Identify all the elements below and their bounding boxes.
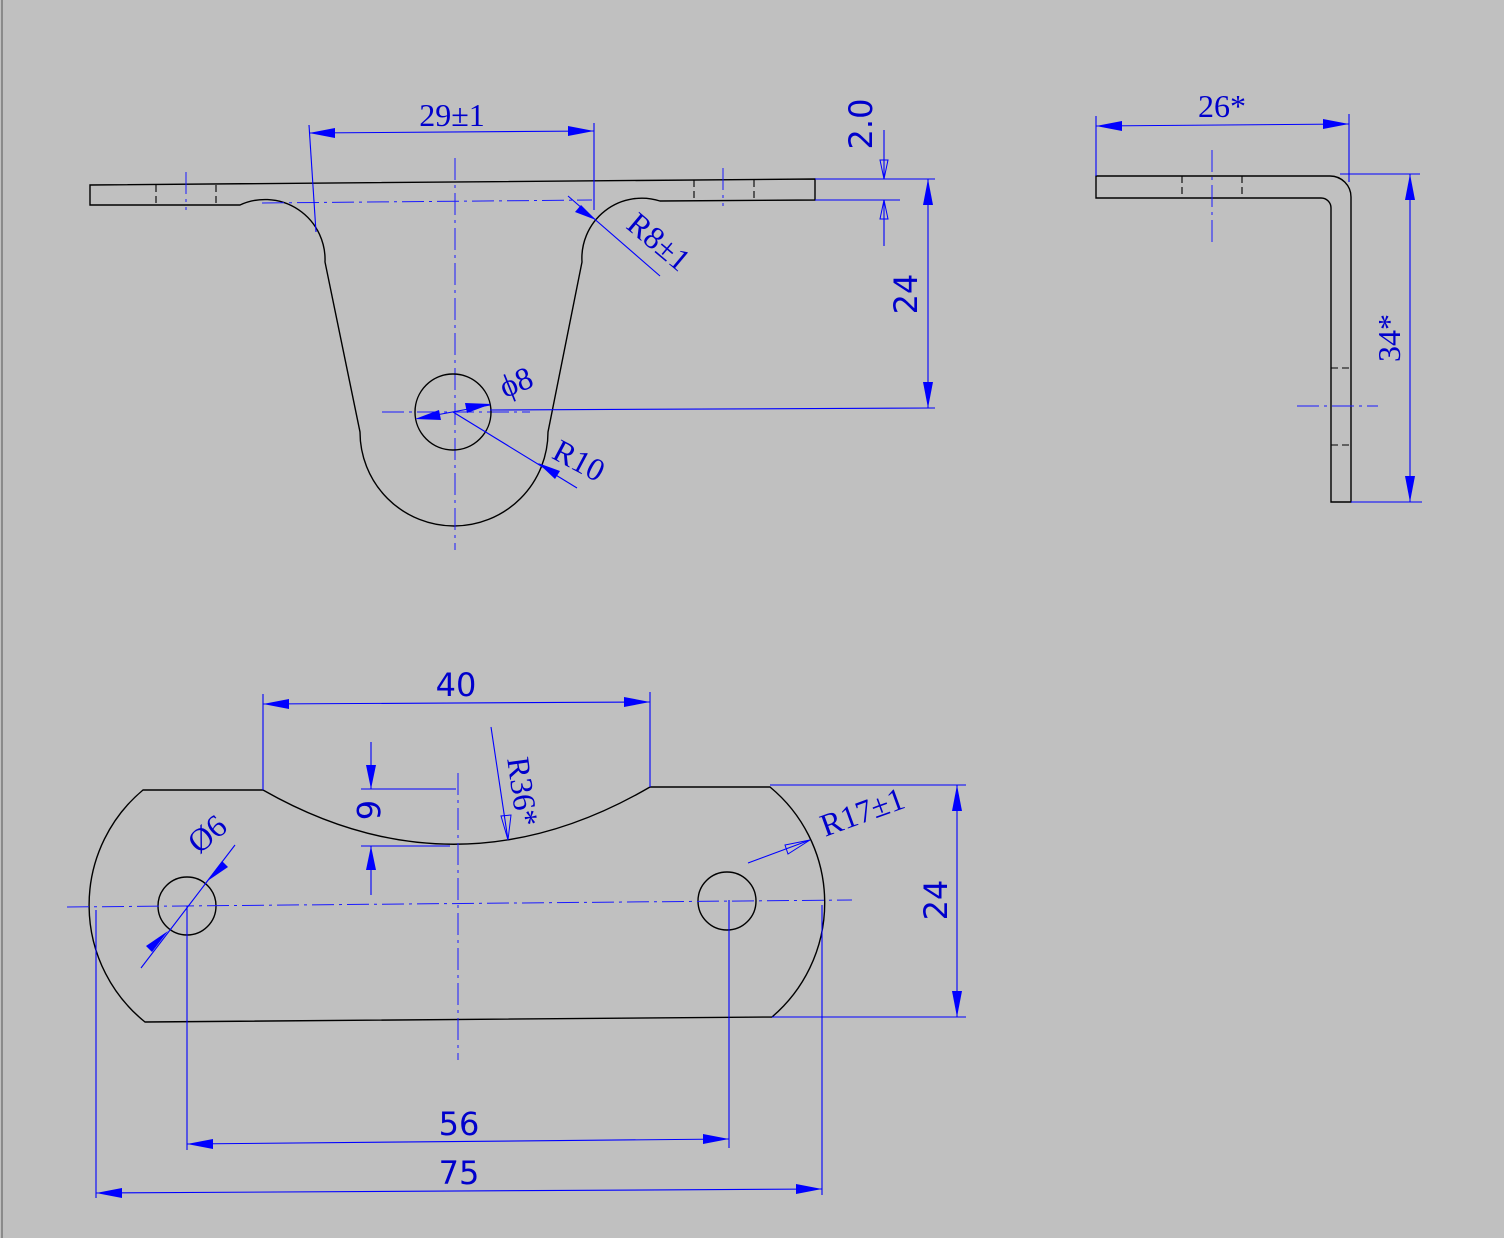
dim-arrow <box>366 765 376 789</box>
dim-arrow <box>1405 476 1415 502</box>
dim-line <box>262 701 651 705</box>
dim-arrow <box>952 785 962 811</box>
side-view: 26* 34* <box>1095 88 1422 503</box>
dim-26-label: 26* <box>1198 88 1246 124</box>
dim-extension-line <box>308 124 317 233</box>
top-view-outline <box>88 786 826 1023</box>
dim-o6-label: Ø6 <box>180 807 233 860</box>
dim-arrow <box>500 814 512 841</box>
dim-arrow <box>96 1188 122 1198</box>
top-view: 40 6 R36* Ø6 R17±1 24 56 <box>66 666 966 1198</box>
dim-arrow <box>1405 174 1415 200</box>
dim-34-label: 34* <box>1371 314 1407 362</box>
dim-75-label: 75 <box>439 1154 480 1192</box>
dim-line <box>95 1188 823 1194</box>
dim-r10-label: R10 <box>547 432 611 489</box>
dim-arrow <box>146 931 168 952</box>
dim-arrow <box>465 403 491 413</box>
dim-arrow <box>538 463 560 479</box>
dim-arrow <box>784 839 811 855</box>
dim-arrow <box>879 159 889 180</box>
dim-29-label: 29±1 <box>419 97 485 133</box>
dim-arrow <box>206 861 228 882</box>
dim-56-label: 56 <box>439 1105 480 1143</box>
dim-leader <box>490 726 509 841</box>
front-hole <box>414 373 492 451</box>
front-bend-line <box>261 199 593 204</box>
dim-arrow <box>1096 121 1122 131</box>
dim-extension-line <box>489 407 936 411</box>
dim-height-label: 24 <box>887 274 925 315</box>
dim-phi8-label: ϕ8 <box>494 359 538 405</box>
dim-line <box>1095 123 1350 127</box>
dim-arrow <box>624 697 650 707</box>
dim-arrow <box>568 126 594 136</box>
dim-r36-label: R36* <box>500 755 545 829</box>
top-centerline <box>66 899 853 908</box>
dim-24-top-label: 24 <box>917 880 955 921</box>
side-view-outline <box>1095 175 1352 503</box>
front-view: 29±1 2.0 R8±1 24 ϕ8 R10 <box>89 97 936 550</box>
dim-arrow <box>263 699 289 709</box>
dim-arrow <box>1323 119 1349 129</box>
dim-arrow <box>796 1184 822 1194</box>
dim-6-label: 6 <box>349 800 387 820</box>
dim-r17-label: R17±1 <box>815 780 909 844</box>
dim-arrow <box>575 205 596 220</box>
dim-arrow <box>309 128 335 138</box>
dim-arrow <box>415 410 441 420</box>
dim-arrow <box>703 1134 729 1144</box>
dim-40-label: 40 <box>436 666 477 704</box>
dim-line <box>186 1138 730 1145</box>
front-view-outline <box>89 178 816 527</box>
dim-arrow <box>366 846 376 870</box>
dim-arrow <box>923 382 933 408</box>
dim-arrow <box>187 1139 213 1149</box>
dim-arrow <box>879 199 889 220</box>
dim-arrow <box>952 991 962 1017</box>
dim-r8-label: R8±1 <box>620 205 697 278</box>
dim-arrow <box>923 179 933 205</box>
dim-line <box>308 130 595 134</box>
dim-leader <box>747 839 811 864</box>
dim-thickness-label: 2.0 <box>842 99 880 150</box>
